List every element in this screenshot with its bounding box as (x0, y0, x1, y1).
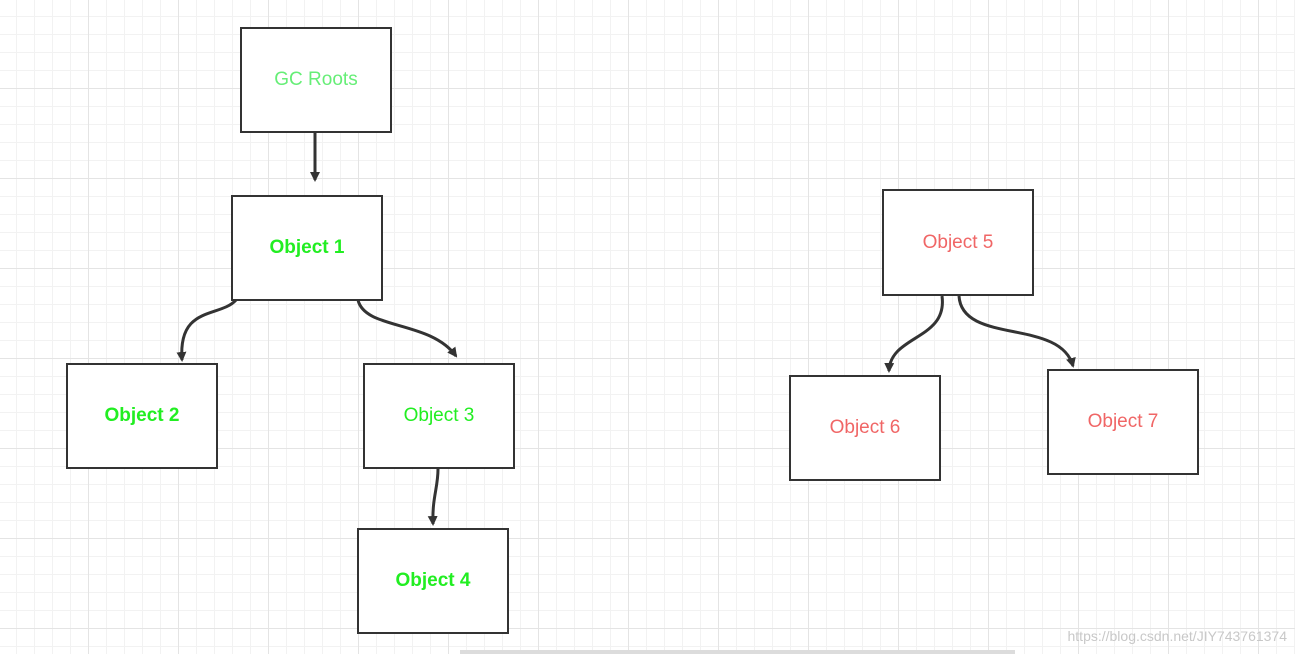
node-label-object-7: Object 7 (1087, 411, 1159, 432)
node-object-3: Object 3 (363, 363, 515, 469)
node-label-object-5: Object 5 (922, 231, 994, 253)
edge-object1-object2 (176, 298, 238, 362)
edge-object5-object6 (884, 295, 944, 373)
edge-object1-object3 (356, 299, 458, 358)
node-label-gc-roots: GC Roots (274, 69, 358, 90)
node-object-1: Object 1 (231, 195, 383, 301)
edge-object5-object7 (957, 295, 1076, 368)
node-object-6: Object 6 (789, 375, 941, 481)
node-label-object-4: Object 4 (395, 570, 471, 591)
node-label-object-3: Object 3 (403, 405, 475, 426)
watermark-text: https://blog.csdn.net/JIY743761374 (1067, 628, 1288, 644)
edge-object3-object4 (427, 468, 440, 526)
node-object-7: Object 7 (1047, 369, 1199, 475)
node-label-object-1: Object 1 (269, 237, 345, 258)
node-object-2: Object 2 (66, 363, 218, 469)
node-object-4: Object 4 (357, 528, 509, 634)
bottom-divider (460, 650, 1015, 654)
node-label-object-6: Object 6 (829, 417, 901, 438)
node-gc-roots: GC Roots (240, 27, 392, 133)
node-object-5: Object 5 (882, 189, 1034, 296)
node-label-object-2: Object 2 (104, 405, 180, 426)
